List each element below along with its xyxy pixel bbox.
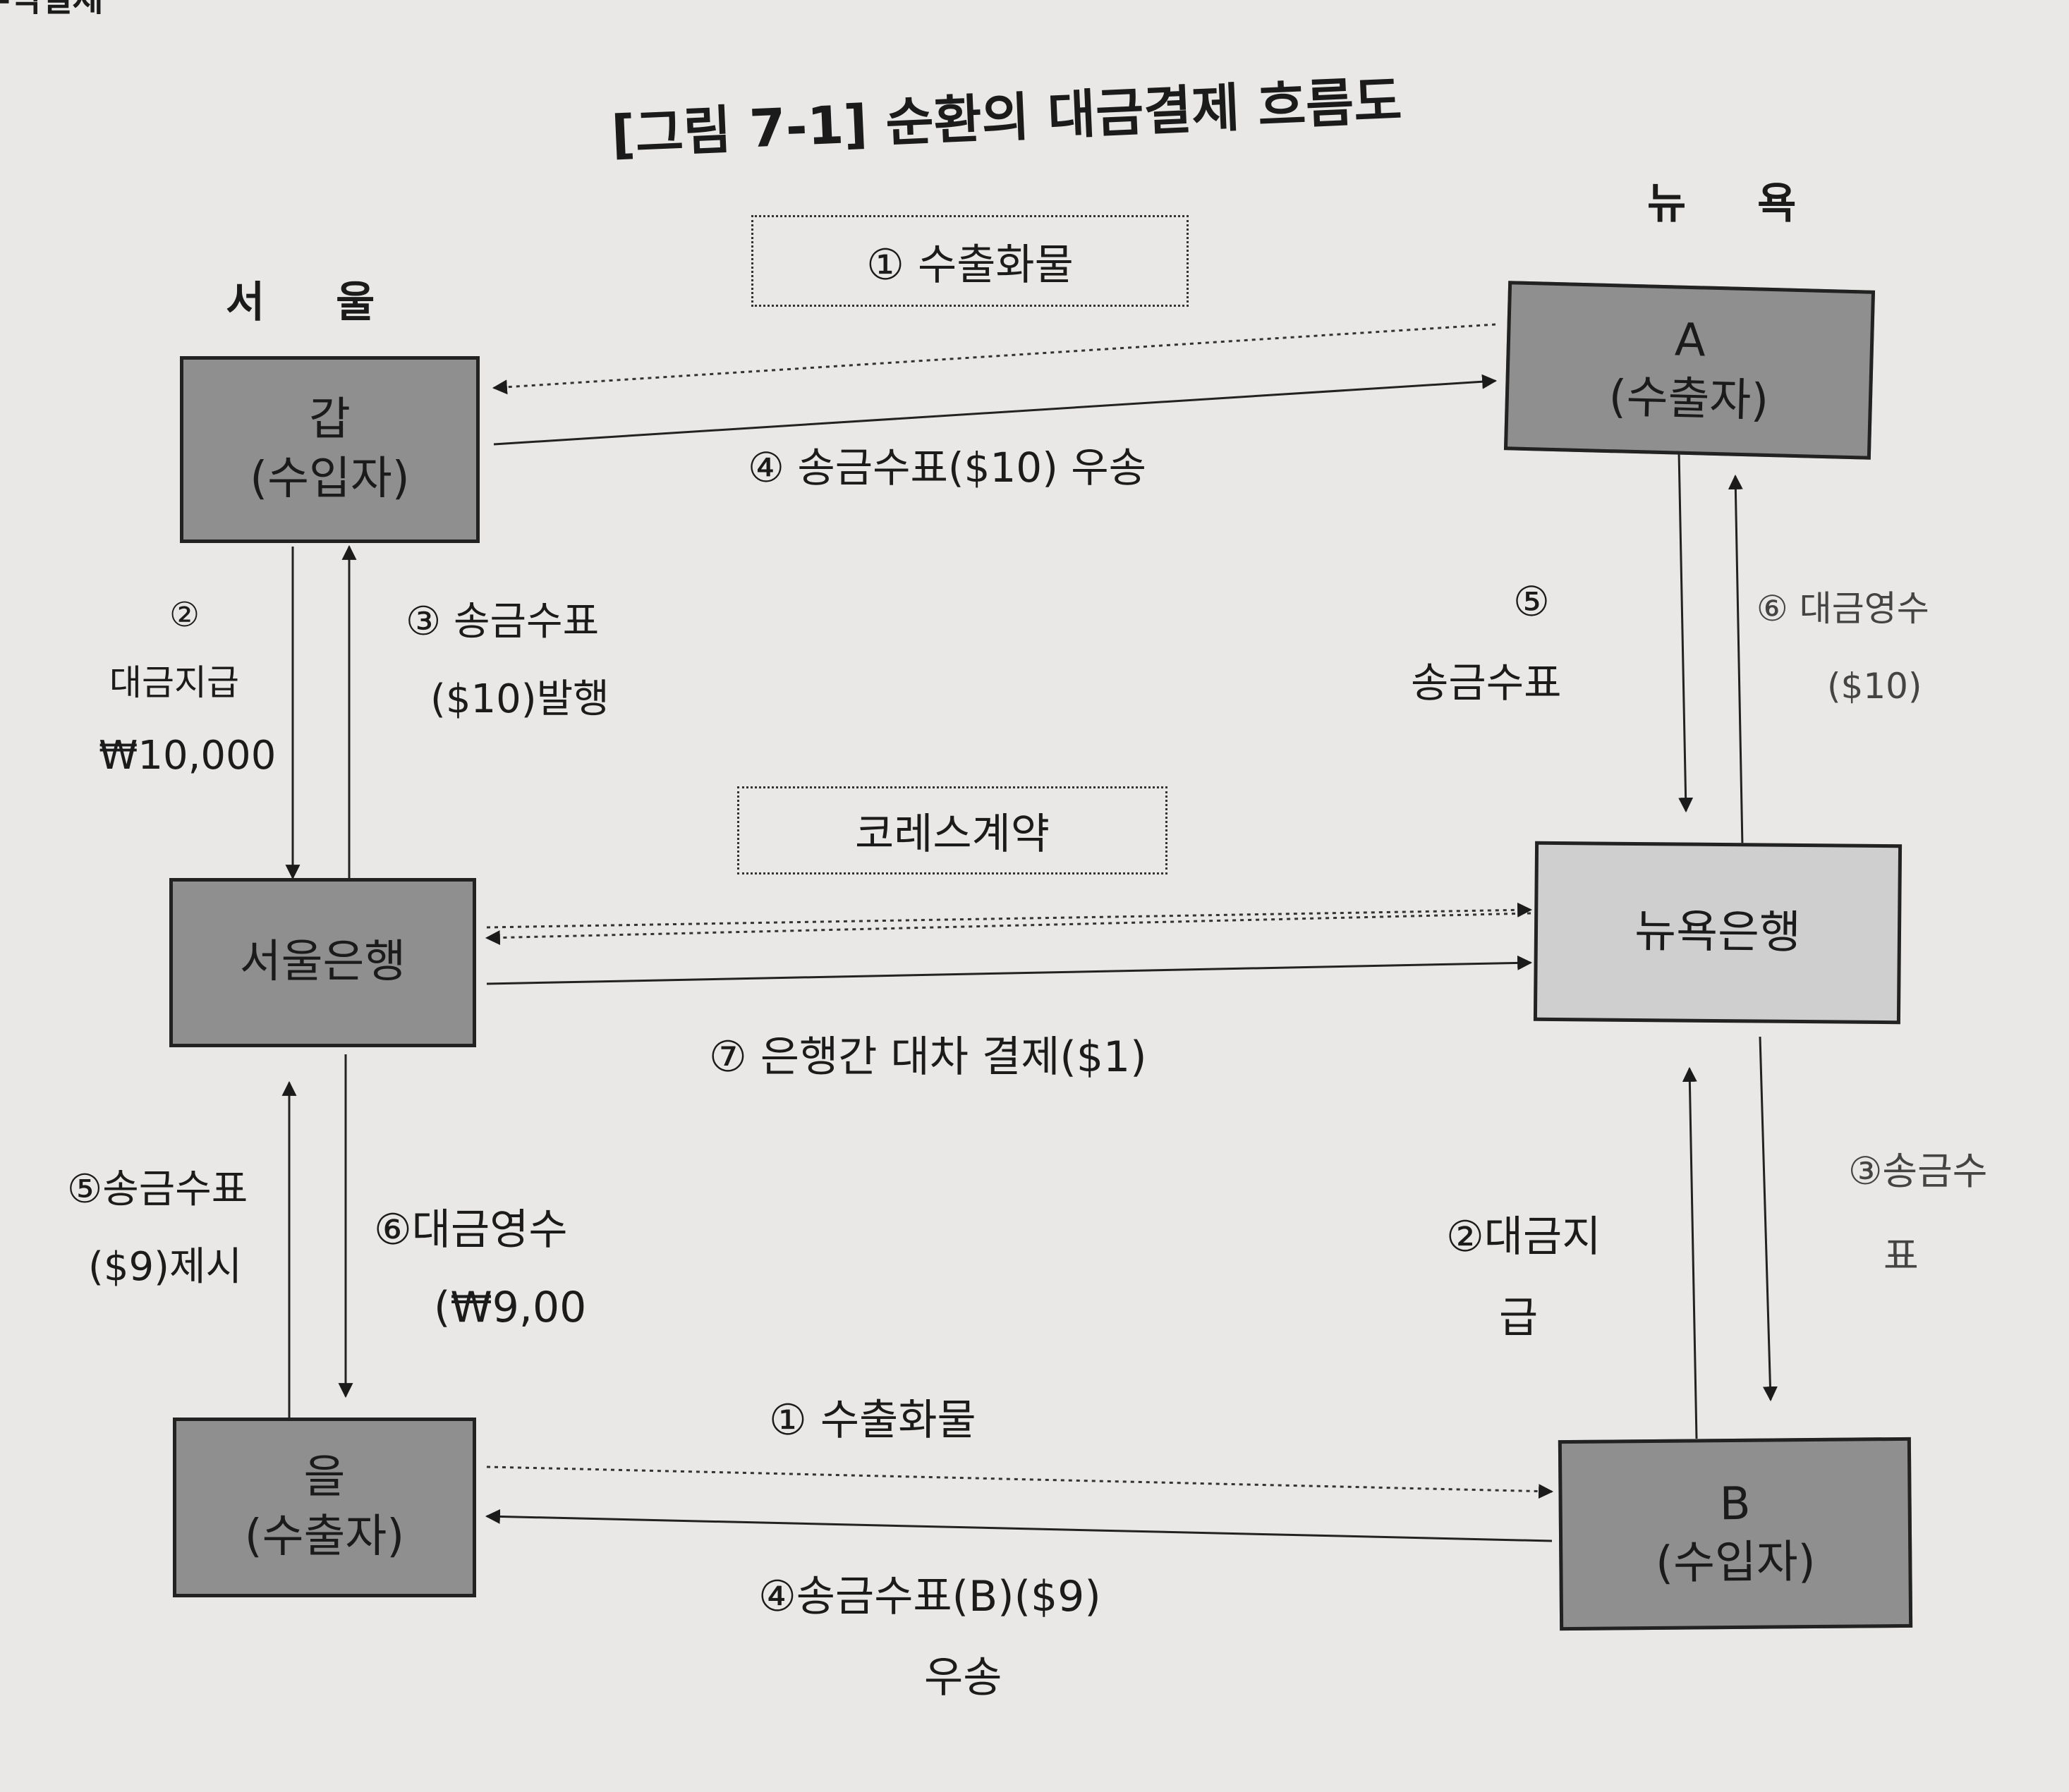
arrow-b-to-nybank: [1682, 1066, 1698, 1439]
arrow-bottom-goods: [486, 1465, 1554, 1499]
arrow-bottom-check: [485, 1508, 1553, 1542]
arrow-nybank-to-b: [1759, 1036, 1778, 1402]
label-right-pay-line1: ②대금지: [1446, 1212, 1601, 1262]
label-left-pay-line1: 대금지급: [109, 662, 239, 703]
label-interbank: ⑦ 은행간 대차 결제($1): [709, 1032, 1147, 1082]
label-corres-contract: 코레스계약: [737, 786, 1167, 874]
label-bottom-goods: ① 수출화물: [769, 1396, 976, 1445]
label-right-check3-line2: 표: [1883, 1233, 1919, 1278]
node-gap-role: (수입자): [250, 452, 410, 505]
arrow-top-check: [493, 374, 1498, 446]
arrow-nybank-to-a: [1728, 474, 1744, 847]
region-seoul: 서 울: [226, 278, 404, 327]
node-b-importer: B (수입자): [1558, 1437, 1913, 1631]
arrow-a-to-nybank: [1677, 451, 1694, 813]
arrow-top-goods: [492, 323, 1496, 395]
label-left-present-line1: ⑤송금수표: [67, 1166, 248, 1212]
label-right-check3-line1: ③송금수: [1848, 1149, 1988, 1193]
node-eul-name: 을: [303, 1451, 346, 1504]
node-b-name: B: [1719, 1477, 1751, 1531]
label-left-pay-num: ②: [169, 595, 200, 635]
label-top-goods-text: ① 수출화물: [866, 240, 1074, 290]
node-a-exporter: A (수출자): [1503, 281, 1876, 460]
label-left-pay-line2: ₩10,000: [99, 733, 277, 779]
node-seoul-bank-name: 서울은행: [239, 936, 406, 989]
label-top-goods: ① 수출화물: [751, 215, 1189, 307]
node-gap-importer: 갑 (수입자): [180, 356, 480, 543]
label-right-receipt-line2: ($10): [1827, 666, 1922, 707]
region-newyork: 뉴 욕: [1647, 179, 1825, 228]
label-bottom-check-line2: 우송: [924, 1653, 1002, 1702]
label-left-issue-line2: ($10)발행: [430, 676, 609, 722]
label-right-check-num: ⑤: [1513, 578, 1550, 626]
label-right-check-line: 송금수표: [1411, 659, 1562, 707]
node-eul-exporter: 을 (수출자): [173, 1418, 476, 1597]
label-left-issue-line1: ③ 송금수표: [406, 599, 600, 645]
arrow-mid-solid: [486, 955, 1533, 985]
node-seoul-bank: 서울은행: [169, 878, 476, 1047]
node-a-role: (수출자): [1608, 371, 1770, 427]
label-left-receipt-line2: (₩9,00: [434, 1283, 587, 1332]
label-right-pay-line2: 급: [1499, 1293, 1539, 1343]
node-eul-role: (수출자): [244, 1510, 405, 1563]
node-newyork-bank: 뉴욕은행: [1533, 841, 1903, 1025]
label-left-present-line2: ($9)제시: [88, 1244, 242, 1290]
label-corres-contract-text: 코레스계약: [855, 810, 1050, 859]
corner-text: 무역결제: [0, 0, 104, 19]
arrow-mid-dotted: [485, 912, 1531, 946]
label-bottom-check-line1: ④송금수표(B)($9): [758, 1572, 1101, 1621]
arrow-mid-dotted-2: [486, 902, 1533, 929]
label-left-receipt-line1: ⑥대금영수: [374, 1205, 568, 1255]
node-newyork-bank-name: 뉴욕은행: [1634, 905, 1802, 959]
node-gap-name: 갑: [309, 394, 351, 446]
label-top-check-send: ④ 송금수표($10) 우송: [748, 444, 1146, 492]
label-right-receipt-line1: ⑥ 대금영수: [1756, 588, 1929, 629]
node-a-name: A: [1674, 314, 1706, 367]
node-b-role: (수입자): [1655, 1536, 1816, 1590]
